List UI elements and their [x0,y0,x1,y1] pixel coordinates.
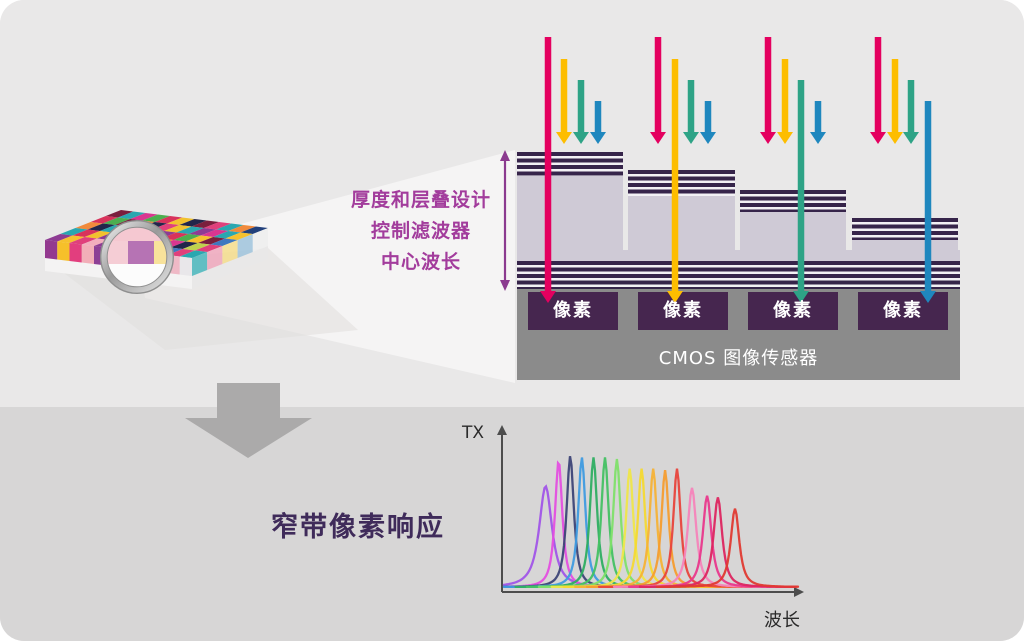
cmos-sensor-label: CMOS 图像传感器 [658,348,819,369]
annotation-line-1: 厚度和层叠设计 [350,189,491,211]
filter-design-annotation: 厚度和层叠设计 控制滤波器 中心波长 [338,185,504,278]
annotation-line-3: 中心波长 [380,251,461,273]
filter-stack [517,152,960,380]
pixel-label: 像素 [553,300,593,321]
response-curve-dark-red [655,508,800,588]
chart-title: 窄带像素响应 [271,512,445,543]
bottom-section-background [0,407,1024,641]
response-curve-blue [502,457,660,588]
pixel-label: 像素 [663,300,703,321]
x-axis-label: 波长 [764,610,800,631]
light-cone [137,150,515,383]
response-curve-magenta [502,460,638,588]
y-axis-label: TX [462,423,485,443]
pixel-label: 像素 [773,300,813,321]
flow-down-arrow-icon [185,383,312,458]
magnifier-icon [99,219,174,294]
light-arrows [540,37,936,303]
thickness-range-arrow [500,150,510,291]
response-chart [497,425,804,597]
pixel-label: 像素 [883,300,923,321]
annotation-line-2: 控制滤波器 [370,220,471,242]
